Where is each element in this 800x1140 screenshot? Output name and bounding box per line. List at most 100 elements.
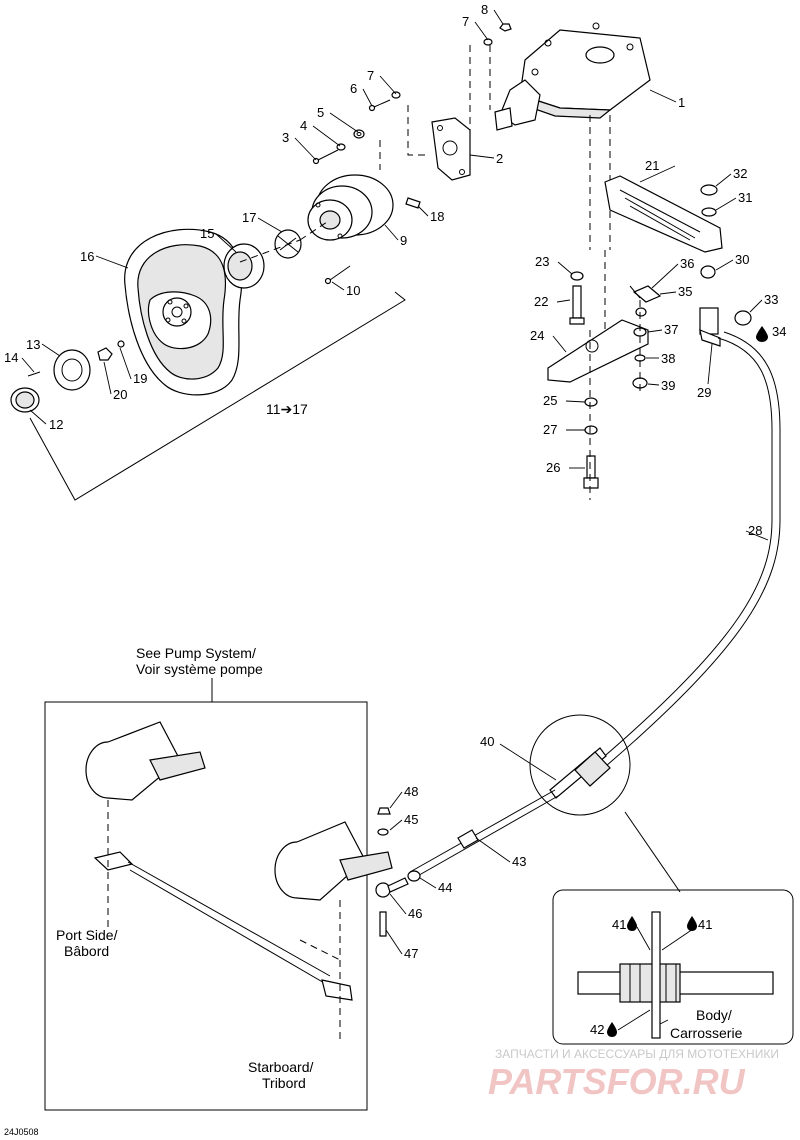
part-steering-cable xyxy=(599,337,773,761)
part-key xyxy=(405,197,421,209)
watermark-tagline: ЗАПЧАСТИ И АКСЕССУАРЫ ДЛЯ МОТОТЕХНИКИ xyxy=(495,1047,779,1061)
callout-label: 14 xyxy=(4,350,18,365)
callout-label: 8 xyxy=(481,2,488,17)
part-bolts-22-27 xyxy=(569,271,599,489)
part-nut-washer-set-30-32 xyxy=(700,184,718,279)
oil-drop-icon xyxy=(627,916,637,931)
callout-label: 42 xyxy=(590,1022,604,1037)
callout-label: 13 xyxy=(26,337,40,352)
starboard-label-line1: Starboard/ xyxy=(248,1059,313,1075)
detail-magnifier-circle xyxy=(529,714,631,816)
callout-label: 41 xyxy=(698,917,712,932)
group-bracket-11-17 xyxy=(29,291,406,501)
group-range-label: 11➔17 xyxy=(266,401,308,417)
port-side-label-line1: Port Side/ xyxy=(56,927,118,943)
part-lever-arm xyxy=(547,319,649,383)
callout-label: 1 xyxy=(678,95,685,110)
part-bulkhead-fitting-detail xyxy=(577,911,774,1039)
callout-label: 30 xyxy=(735,252,749,267)
callout-label: 6 xyxy=(350,81,357,96)
callout-label: 33 xyxy=(764,292,778,307)
detail-connector xyxy=(624,811,681,893)
callout-labels: 1 2 3 4 5 6 7 7 8 9 10 12 13 14 15 16 17… xyxy=(4,2,786,1037)
starboard-label-line2: Tribord xyxy=(262,1075,306,1091)
callout-label: 32 xyxy=(733,166,747,181)
callout-label: 23 xyxy=(535,254,549,269)
part-cable-pivot xyxy=(699,307,752,347)
part-jet-nozzle-starboard xyxy=(274,821,393,901)
callout-label: 7 xyxy=(367,68,374,83)
oil-drop-icon xyxy=(687,916,697,931)
callout-label: 38 xyxy=(661,351,675,366)
body-label-line1: Body/ xyxy=(696,1007,732,1023)
callout-label: 47 xyxy=(404,946,418,961)
callout-label: 39 xyxy=(661,378,675,393)
part-cable-rod xyxy=(409,789,559,879)
callout-label: 18 xyxy=(430,209,444,224)
body-label-line2: Carrosserie xyxy=(670,1025,743,1041)
callout-label: 36 xyxy=(680,256,694,271)
part-jet-nozzle-port xyxy=(85,721,206,801)
part-hub-ring xyxy=(223,243,265,289)
pump-system-frame xyxy=(44,701,368,1111)
callout-label: 16 xyxy=(80,249,94,264)
callout-label: 29 xyxy=(697,385,711,400)
callout-label: 5 xyxy=(317,105,324,120)
figure-id: 24J0508 xyxy=(4,1127,39,1137)
oil-drop-icon xyxy=(756,326,768,342)
pump-ref-note-line1: See Pump System/ xyxy=(136,645,256,661)
pump-ref-note-line2: Voir système pompe xyxy=(136,661,263,677)
part-hub-adapter xyxy=(307,174,394,241)
callout-label: 28 xyxy=(748,523,762,538)
part-helm-housing xyxy=(494,22,651,131)
callout-label: 40 xyxy=(480,734,494,749)
callout-label: 4 xyxy=(300,118,307,133)
callout-label: 22 xyxy=(534,294,548,309)
callout-label: 10 xyxy=(346,283,360,298)
callout-label: 2 xyxy=(496,151,503,166)
part-steering-cable-edge xyxy=(605,331,781,767)
callout-label: 7 xyxy=(462,14,469,29)
callout-label: 12 xyxy=(49,417,63,432)
part-steering-wheel xyxy=(124,228,243,396)
callout-label: 19 xyxy=(133,371,147,386)
callout-label: 46 xyxy=(408,906,422,921)
callout-label: 24 xyxy=(530,328,544,343)
callout-label: 34 xyxy=(772,324,786,339)
callout-label: 15 xyxy=(200,226,214,241)
part-cable-threaded-end xyxy=(549,747,611,799)
leader-lines xyxy=(21,9,769,1031)
watermark-logo: PARTSFOR.RU xyxy=(488,1061,746,1102)
part-tie-rod xyxy=(93,851,353,1001)
assembly-lines-upper xyxy=(239,45,611,263)
callout-label: 48 xyxy=(404,784,418,799)
part-support-plate xyxy=(604,175,723,253)
part-rod-end-44-48 xyxy=(375,807,421,937)
callout-label: 45 xyxy=(404,812,418,827)
part-wheel-cap-set xyxy=(10,340,125,413)
callout-label: 25 xyxy=(543,393,557,408)
body-detail-frame xyxy=(552,889,794,1045)
callout-label: 3 xyxy=(282,130,289,145)
callout-label: 26 xyxy=(546,460,560,475)
callout-label: 43 xyxy=(512,854,526,869)
callout-label: 27 xyxy=(543,422,557,437)
callout-label: 21 xyxy=(645,158,659,173)
callout-label: 37 xyxy=(664,322,678,337)
assembly-lines-pump xyxy=(107,800,341,1040)
callout-label: 35 xyxy=(678,284,692,299)
port-side-label-line2: Bâbord xyxy=(64,943,109,959)
part-bracket xyxy=(431,117,471,181)
callout-label: 20 xyxy=(113,387,127,402)
callout-label: 41 xyxy=(612,917,626,932)
callout-label: 17 xyxy=(242,210,256,225)
part-fasteners-upper xyxy=(312,23,512,165)
oil-drop-icon xyxy=(607,1022,617,1037)
part-ball-joint-35-39 xyxy=(629,285,662,389)
callout-label: 44 xyxy=(438,880,452,895)
callout-label: 31 xyxy=(738,190,752,205)
part-screw-10 xyxy=(324,265,351,285)
assembly-lines-right xyxy=(589,250,641,500)
callout-label: 9 xyxy=(400,233,407,248)
